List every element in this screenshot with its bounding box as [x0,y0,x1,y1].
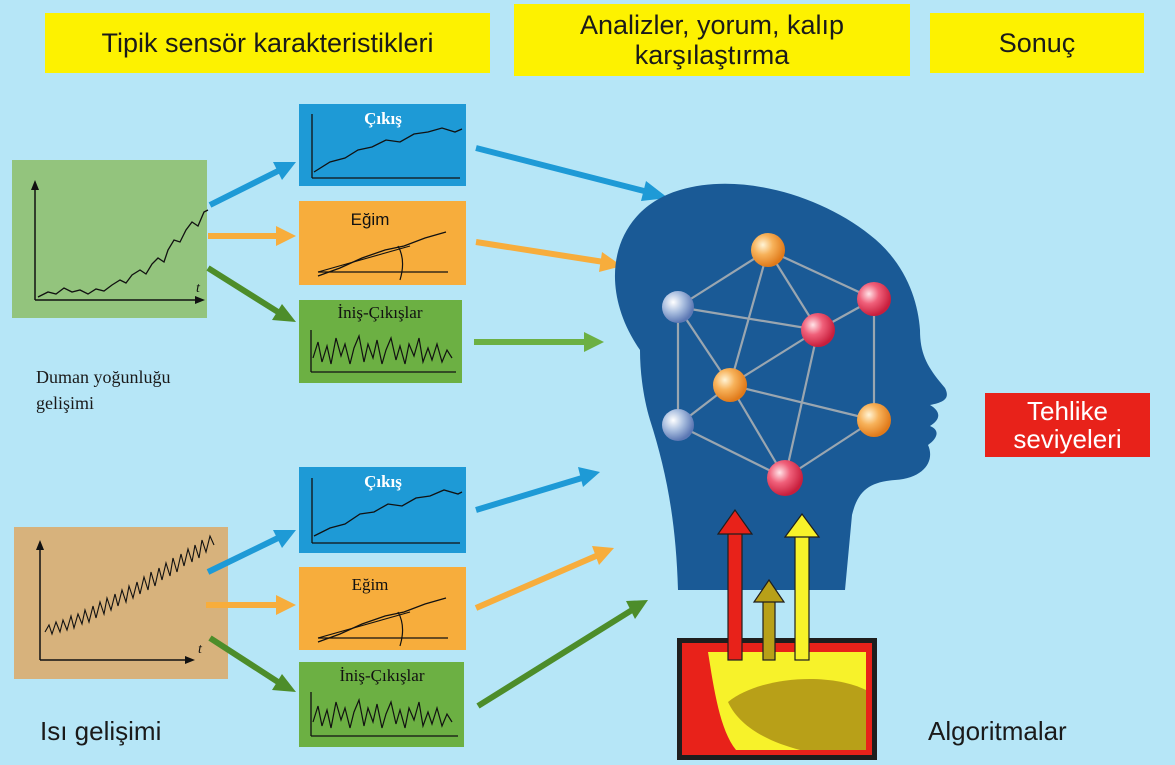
danger-line2: seviyeleri [1013,424,1122,454]
network-node [857,282,891,316]
chart-to-box-arrows [206,162,296,692]
heat-fluctuations-box: İniş-Çıkışlar [299,662,464,747]
smoke-output-box: Çıkış [299,104,466,186]
box-to-head-arrows [474,145,668,709]
smoke-fluctuations-label: İniş-Çıkışlar [338,303,423,322]
smoke-output-label: Çıkış [364,109,402,128]
network-node [751,233,785,267]
danger-levels-badge: Tehlike seviyeleri [985,393,1150,457]
smoke-slope-box: Eğim [299,201,466,285]
header-result: Sonuç [930,13,1144,73]
smoke-density-chart: t [12,160,209,318]
network-node [662,291,694,323]
header-sensor-characteristics: Tipik sensör karakteristikleri [45,13,490,73]
smoke-density-label: Duman yoğunluğu gelişimi [36,364,171,416]
neural-network-nodes [662,233,891,496]
heat-output-label: Çıkış [364,472,402,491]
algorithms-label: Algoritmalar [928,716,1067,746]
network-node [662,409,694,441]
smoke-label-line2: gelişimi [36,393,94,413]
network-node [713,368,747,402]
network-node [767,460,803,496]
algorithm-box [677,638,877,760]
smoke-slope-label: Eğim [351,210,390,229]
algorithm-output-arrows [716,508,821,661]
heat-slope-label: Eğim [352,575,389,594]
smoke-fluctuations-box: İniş-Çıkışlar [299,300,462,383]
danger-line1: Tehlike [1027,396,1108,426]
heat-axis-t: t [198,642,203,657]
smoke-axis-t: t [196,281,201,296]
heat-slope-box: Eğim [299,567,466,650]
header-result-text: Sonuç [998,28,1076,58]
heat-chart: t [14,527,228,679]
heat-fluctuations-label: İniş-Çıkışlar [340,666,425,685]
smoke-label-line1: Duman yoğunluğu [36,367,171,387]
heat-output-box: Çıkış [299,467,466,553]
header-analysis: Analizler, yorum, kalıp karşılaştırma [514,4,910,76]
network-node [857,403,891,437]
network-node [801,313,835,347]
heat-development-label: Isı gelişimi [40,716,162,746]
header-analysis-line1: Analizler, yorum, kalıp [579,10,845,40]
header-sensor-characteristics-text: Tipik sensör karakteristikleri [101,28,434,58]
header-analysis-line2: karşılaştırma [634,40,790,70]
